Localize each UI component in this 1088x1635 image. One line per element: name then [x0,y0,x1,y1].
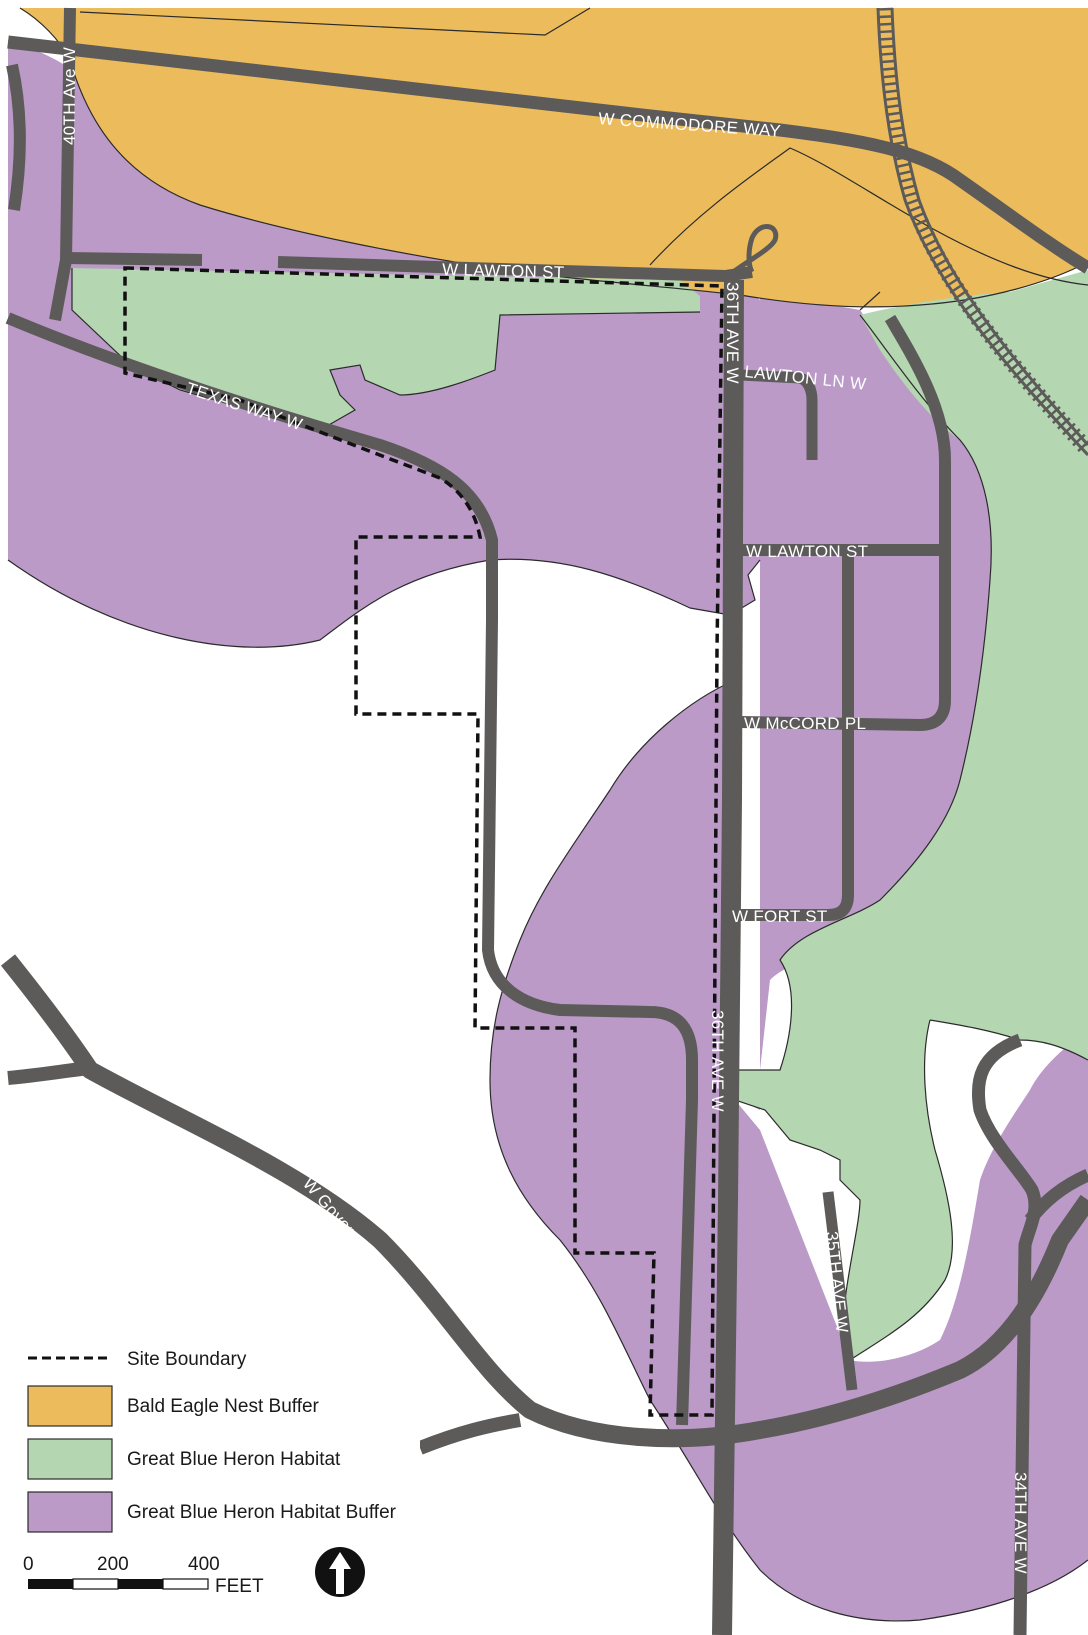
scale-tick-400: 400 [188,1554,220,1575]
label-fort-st: W FORT ST [732,907,828,926]
scale-segment-3 [118,1579,163,1589]
north-arrow-icon [315,1547,365,1597]
road-government-west-spur [7,1061,91,1085]
heron-buffer-east [740,292,997,1110]
bald-eagle-buffer [20,8,1088,307]
label-36th-ave-south: 36TH AVE W [708,1010,727,1112]
legend-heron-buffer-label: Great Blue Heron Habitat Buffer [127,1502,397,1523]
scale-segment-2 [72,1578,119,1590]
label-lawton-st-east: W LAWTON ST [746,542,868,561]
site-boundary-line [123,266,724,1417]
label-lawton-st-north: W LAWTON ST [442,260,565,282]
label-mccord: W McCORD PL [744,714,866,733]
road-texas-way [5,312,698,1426]
road-government-south-spur [417,1413,522,1455]
road-35th-ave [822,1191,858,1391]
legend-bald-eagle-label: Bald Eagle Nest Buffer [127,1396,320,1417]
heron-habitat-east [735,270,1088,1360]
railroad [876,7,1088,457]
legend-site-boundary-label: Site Boundary [127,1349,247,1370]
scale-segment-1 [28,1579,73,1589]
road-lawton-ln [739,369,818,460]
scale-unit: FEET [215,1576,264,1597]
scale-background [0,1538,290,1600]
roads [0,7,1088,1635]
scale-tick-200: 200 [97,1554,129,1575]
road-government-wy [0,954,1088,1448]
road-west-edge [6,63,26,211]
road-lawton-st-north-b [277,256,753,282]
legend-heron-habitat-label: Great Blue Heron Habitat [127,1449,341,1470]
road-middle-ns [740,550,854,921]
scale-bar: 0 200 400 FEET [23,1554,264,1597]
road-loop [726,224,779,278]
road-commodore-way [7,35,1088,274]
road-lawton-st-north-a [65,252,203,266]
legend: Site Boundary Bald Eagle Nest Buffer Gre… [27,1349,397,1533]
label-34th-ave: 34TH AVE W [1011,1472,1030,1574]
legend-heron-buffer-swatch [27,1491,113,1533]
road-36th-ave [712,279,744,1635]
legend-heron-habitat-swatch [27,1438,113,1480]
label-government-wy: W Government Wy [299,1174,411,1298]
road-east-loop [739,314,951,731]
scale-segment-4 [162,1578,209,1590]
heron-habitat-north [72,268,700,430]
legend-bald-eagle-swatch [27,1385,113,1427]
label-36th-ave-north: 36TH AVE W [723,282,742,384]
scale-tick-0: 0 [23,1554,34,1575]
heron-habitat-areas [72,268,1088,1360]
road-34th-east-spur [1024,1169,1088,1225]
label-40th-ave: 40TH Ave W [60,47,79,145]
